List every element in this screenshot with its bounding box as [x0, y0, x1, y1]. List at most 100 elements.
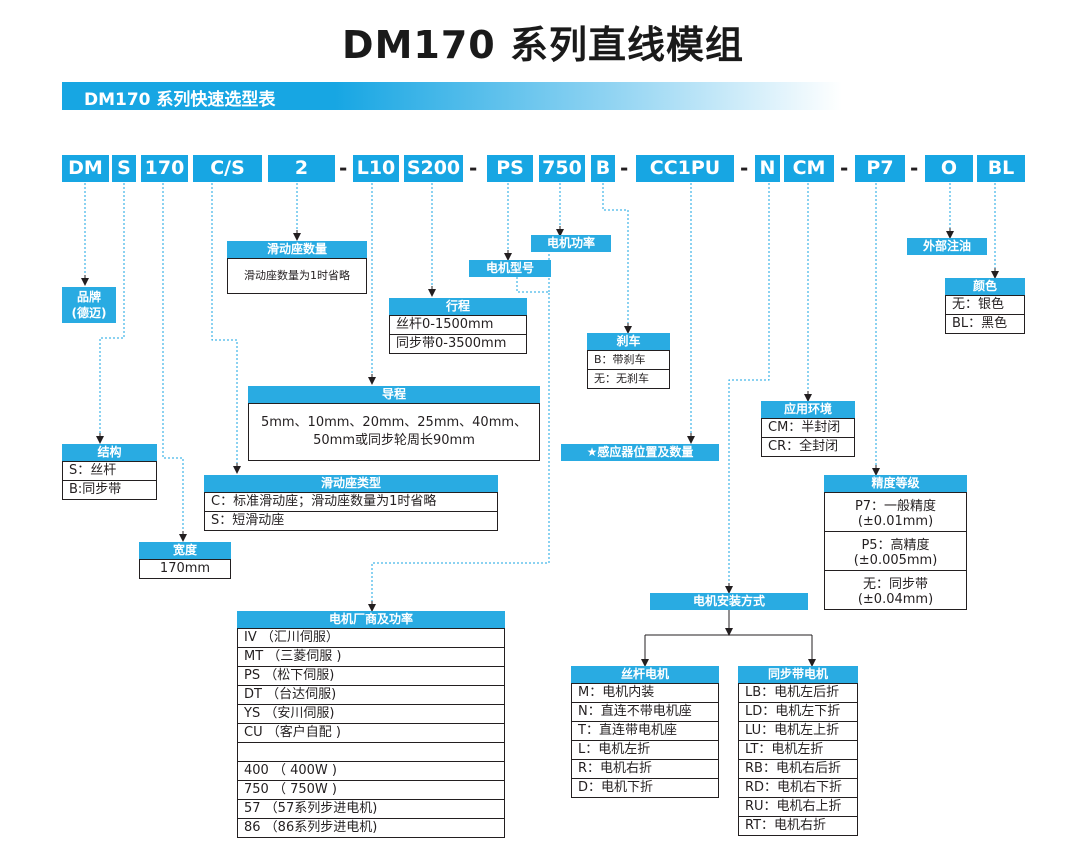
dash-3: -	[620, 156, 629, 180]
screw-motor-header: 丝杆电机	[571, 666, 719, 683]
slider-count-row: 滑动座数量为1时省略	[244, 269, 350, 282]
width-box: 170mm	[139, 559, 231, 579]
page-title: DM170 系列直线模组	[342, 23, 744, 67]
code-cs: C/S	[193, 155, 262, 182]
precision-row: P7：一般精度	[854, 499, 937, 514]
screw-motor-row: T：直连带电机座	[572, 722, 718, 741]
motor-vendor-row: IV （汇川伺服）	[238, 629, 504, 648]
dash-6: -	[910, 156, 919, 180]
code-o: O	[925, 155, 973, 182]
stroke-row: 同步带0-3500mm	[396, 336, 507, 351]
structure-row: S：丝杆	[63, 462, 156, 481]
belt-motor-row: RU：电机右上折	[739, 798, 857, 817]
lead-row: 5mm、10mm、20mm、25mm、40mm、	[260, 415, 528, 430]
code-ps: PS	[487, 155, 533, 182]
precision-row: (±0.04mm)	[857, 592, 934, 607]
motor-vendor-row: YS （安川伺服)	[238, 705, 504, 724]
screw-motor-row: N：直连不带电机座	[572, 703, 718, 722]
stroke-header: 行程	[389, 298, 527, 315]
code-170: 170	[141, 155, 188, 182]
motor-vendor-row: MT （三菱伺服 )	[238, 648, 504, 667]
structure-box: S：丝杆 B:同步带	[62, 461, 157, 500]
dash-1: -	[339, 156, 348, 180]
screw-motor-row: D：电机下折	[578, 780, 654, 795]
belt-motor-row: RD：电机右下折	[739, 779, 857, 798]
motor-vendor-row: DT （台达伺服)	[238, 686, 504, 705]
code-l10: L10	[353, 155, 399, 182]
section-banner: DM170 系列快速选型表	[62, 82, 842, 110]
belt-motor-row: LU：电机左上折	[739, 722, 857, 741]
dash-5: -	[840, 156, 849, 180]
color-header: 颜色	[945, 278, 1025, 295]
lead-box: 5mm、10mm、20mm、25mm、40mm、 50mm或同步轮周长90mm	[248, 403, 540, 461]
environment-header: 应用环境	[761, 401, 855, 418]
sensor-header: ★感应器位置及数量	[561, 444, 719, 461]
width-header: 宽度	[139, 542, 231, 559]
code-p7: P7	[855, 155, 905, 182]
motor-vendor-row: 86 （86系列步进电机)	[244, 820, 378, 835]
slider-type-row: C：标准滑动座；滑动座数量为1时省略	[205, 493, 497, 512]
belt-motor-row: RT：电机右折	[745, 818, 827, 833]
environment-box: CM：半封闭 CR：全封闭	[761, 418, 855, 457]
banner-text: DM170 系列快速选型表	[84, 90, 276, 110]
brake-box: B：带刹车 无：无刹车	[587, 350, 670, 389]
code-750: 750	[539, 155, 585, 182]
precision-row: 无：同步带	[862, 577, 928, 592]
dash-2: -	[469, 156, 478, 180]
code-s200: S200	[404, 155, 463, 182]
brand-sub: (德迈)	[71, 306, 107, 320]
belt-motor-row: LD：电机左下折	[739, 703, 857, 722]
motor-vendor-row: 57 （57系列步进电机)	[238, 800, 504, 819]
dash-4: -	[740, 156, 749, 180]
stroke-box: 丝杆0-1500mm 同步带0-3500mm	[389, 315, 527, 354]
code-cc1pu: CC1PU	[636, 155, 734, 182]
motor-power-header: 电机功率	[531, 235, 611, 252]
brake-header: 刹车	[587, 333, 670, 350]
screw-motor-row: R：电机右折	[572, 760, 718, 779]
belt-motor-row: LT：电机左折	[739, 741, 857, 760]
width-row: 170mm	[159, 561, 211, 576]
motor-vendor-box: IV （汇川伺服） MT （三菱伺服 ) PS （松下伺服) DT （台达伺服)…	[237, 628, 505, 838]
motor-model-header: 电机型号	[469, 260, 551, 277]
motor-vendor-row: CU （客户自配 )	[238, 724, 504, 743]
slider-count-box: 滑动座数量为1时省略	[227, 258, 367, 294]
lead-header: 导程	[248, 386, 540, 403]
color-row: BL：黑色	[952, 316, 1008, 331]
motor-vendor-row: PS （松下伺服)	[238, 667, 504, 686]
motor-vendor-row	[238, 743, 504, 762]
oil-header: 外部注油	[907, 238, 987, 255]
structure-header: 结构	[62, 444, 157, 461]
code-s: S	[112, 155, 136, 182]
motor-vendor-row: 400 （ 400W )	[238, 762, 504, 781]
stroke-row: 丝杆0-1500mm	[390, 316, 526, 335]
code-dm: DM	[62, 155, 109, 182]
belt-motor-row: RB：电机右后折	[739, 760, 857, 779]
lead-row: 50mm或同步轮周长90mm	[313, 433, 475, 448]
belt-motor-row: LB：电机左后折	[739, 684, 857, 703]
screw-motor-box: M：电机内装 N：直连不带电机座 T：直连带电机座 L：电机左折 R：电机右折 …	[571, 683, 719, 798]
slider-type-header: 滑动座类型	[204, 475, 498, 492]
precision-row: P5：高精度	[861, 538, 930, 553]
environment-row: CM：半封闭	[762, 419, 854, 438]
slider-type-row: S：短滑动座	[211, 513, 285, 528]
code-n: N	[755, 155, 780, 182]
code-cm: CM	[784, 155, 834, 182]
brake-row: 无：无刹车	[594, 372, 649, 385]
code-b: B	[591, 155, 615, 182]
structure-row: B:同步带	[69, 482, 122, 497]
belt-motor-header: 同步带电机	[738, 666, 858, 683]
color-row: 无：银色	[946, 296, 1024, 315]
brand-header: 品牌	[76, 290, 101, 304]
environment-row: CR：全封闭	[768, 439, 839, 454]
motor-vendor-header: 电机厂商及功率	[237, 611, 505, 628]
screw-motor-row: M：电机内装	[572, 684, 718, 703]
code-2: 2	[268, 155, 335, 182]
color-box: 无：银色 BL：黑色	[945, 295, 1025, 334]
slider-type-box: C：标准滑动座；滑动座数量为1时省略 S：短滑动座	[204, 492, 498, 531]
code-bl: BL	[977, 155, 1025, 182]
precision-row: (±0.005mm)	[853, 553, 938, 568]
brand-label: 品牌 (德迈)	[62, 287, 116, 323]
brake-row: B：带刹车	[588, 351, 669, 370]
motor-vendor-row: 750 （ 750W )	[238, 781, 504, 800]
